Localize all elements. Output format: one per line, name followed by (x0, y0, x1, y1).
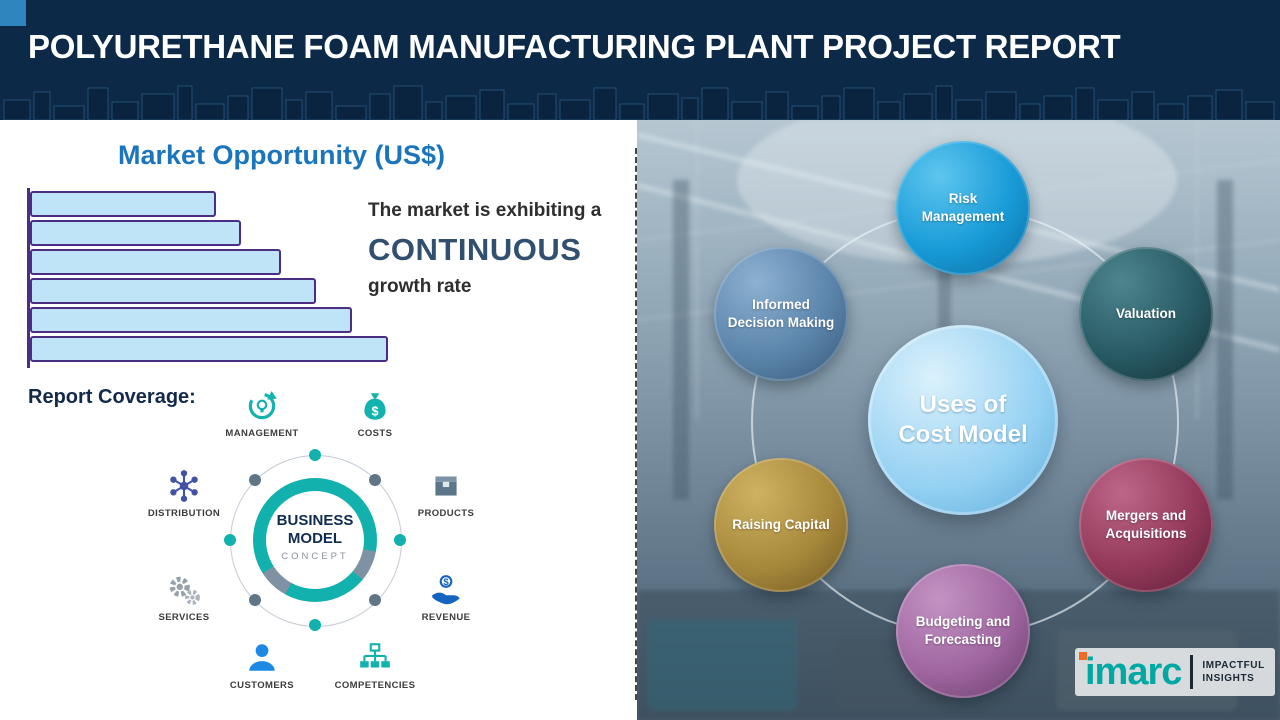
bm-label-customers: CUSTOMERS (229, 680, 295, 691)
bar-chart-axis (27, 188, 30, 368)
page-title: POLYURETHANE FOAM MANUFACTURING PLANT PR… (28, 28, 1121, 65)
svg-text:$: $ (371, 405, 378, 419)
market-bar (30, 336, 388, 362)
business-model-ring (253, 478, 377, 602)
bm-item-revenue: $ REVENUE (391, 572, 501, 623)
left-panel: Market Opportunity (US$) The market is e… (0, 120, 637, 720)
ring-dot (249, 594, 261, 606)
bm-item-services: SERVICES (129, 572, 239, 623)
growth-line-1: The market is exhibiting a (368, 200, 602, 221)
money-bag-icon: $ (320, 388, 430, 426)
box-icon (391, 468, 501, 506)
bm-label-competencies: COMPETENCIES (334, 680, 416, 691)
node-risk-management: Risk Management (896, 141, 1030, 275)
report-coverage-label: Report Coverage: (28, 386, 196, 408)
bm-label-distribution: DISTRIBUTION (147, 508, 221, 519)
dashed-divider (635, 148, 638, 700)
hand-coins-icon: $ (391, 572, 501, 610)
idea-recycle-icon (207, 388, 317, 426)
ring-dot (309, 449, 321, 461)
node-label: Informed Decision Making (727, 297, 835, 330)
market-bar (30, 191, 216, 217)
ring-dot (369, 474, 381, 486)
bm-label-management: MANAGEMENT (225, 428, 299, 439)
growth-line-2: growth rate (368, 276, 472, 297)
ring-dot (394, 534, 406, 546)
bm-label-costs: COSTS (357, 428, 393, 439)
tagline-line1: IMPACTFUL (1202, 659, 1265, 671)
tagline-line2: INSIGHTS (1202, 673, 1255, 684)
bm-item-distribution: DISTRIBUTION (129, 468, 239, 519)
city-skyline-graphic (3, 85, 1275, 120)
header: POLYURETHANE FOAM MANUFACTURING PLANT PR… (0, 0, 1280, 120)
node-mergers-acquisitions: Mergers and Acquisitions (1079, 458, 1213, 592)
center-label-line2: Cost Model (898, 421, 1028, 448)
node-label: Mergers and Acquisitions (1105, 508, 1187, 541)
ring-dot (369, 594, 381, 606)
growth-statement: The market is exhibiting a CONTINUOUS gr… (368, 200, 633, 298)
bm-center-line3: CONCEPT (281, 551, 349, 562)
logo-divider (1190, 655, 1194, 689)
node-label: Valuation (1115, 306, 1176, 322)
bm-label-services: SERVICES (158, 612, 210, 623)
bm-center-line1: BUSINESS (276, 512, 354, 529)
gears-icon (129, 572, 239, 610)
growth-highlight: CONTINUOUS (368, 232, 582, 267)
cost-model-center: Uses of Cost Model (868, 325, 1058, 515)
center-label-line1: Uses of (919, 391, 1007, 418)
bm-item-products: PRODUCTS (391, 468, 501, 519)
ring-dot (249, 474, 261, 486)
business-model-center-text: BUSINESS MODEL CONCEPT (243, 512, 387, 562)
node-label: Risk Management (921, 191, 1005, 224)
bm-label-products: PRODUCTS (417, 508, 475, 519)
market-opportunity-title: Market Opportunity (US$) (118, 140, 446, 170)
node-label: Raising Capital (732, 517, 830, 533)
node-valuation: Valuation (1079, 247, 1213, 381)
imarc-wordmark: imarc (1085, 651, 1182, 693)
market-bar (30, 249, 281, 275)
bm-item-customers: CUSTOMERS (207, 640, 317, 691)
corner-accent (0, 0, 26, 26)
ring-dot (309, 619, 321, 631)
market-bars (30, 191, 395, 365)
market-bar (30, 307, 352, 333)
imarc-accent-dot (1079, 652, 1087, 660)
market-bar (30, 220, 241, 246)
svg-text:$: $ (443, 577, 449, 588)
network-icon (129, 468, 239, 506)
bm-item-costs: $ COSTS (320, 388, 430, 439)
market-bar (30, 278, 316, 304)
node-budgeting-forecasting: Budgeting and Forecasting (896, 564, 1030, 698)
person-icon (207, 640, 317, 678)
ring-dot (224, 534, 236, 546)
bm-center-line2: MODEL (287, 530, 343, 547)
logo-tagline: IMPACTFUL INSIGHTS (1202, 659, 1264, 686)
right-panel: Uses of Cost Model Risk Management Valua… (637, 120, 1280, 720)
org-chart-icon (320, 640, 430, 678)
node-raising-capital: Raising Capital (714, 458, 848, 592)
bm-label-revenue: REVENUE (421, 612, 471, 623)
node-informed-decision-making: Informed Decision Making (714, 247, 848, 381)
bm-item-management: MANAGEMENT (207, 388, 317, 439)
bm-item-competencies: COMPETENCIES (320, 640, 430, 691)
node-label: Budgeting and Forecasting (915, 614, 1011, 647)
imarc-logo: imarc IMPACTFUL INSIGHTS (1075, 648, 1275, 696)
